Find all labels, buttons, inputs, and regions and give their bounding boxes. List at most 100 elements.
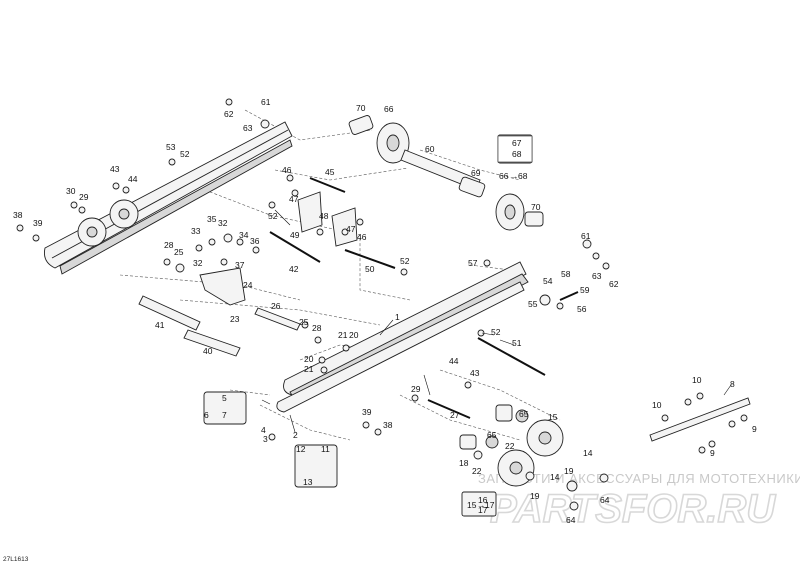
label-46b: 46: [357, 232, 367, 242]
label-12: 12: [296, 444, 306, 454]
idler-wheels-bottom: [459, 404, 564, 487]
label-6: 6: [204, 410, 209, 420]
label-35: 35: [207, 214, 217, 224]
label-36: 36: [250, 236, 260, 246]
label-8: 8: [730, 379, 735, 389]
label-62b: 62: [609, 279, 619, 289]
svg-text:68: 68: [518, 171, 528, 181]
svg-text:66: 66: [499, 171, 509, 181]
label-5: 5: [222, 393, 227, 403]
label-7: 7: [222, 410, 227, 420]
label-70b: 70: [531, 202, 541, 212]
label-14b: 14: [550, 472, 560, 482]
callout-labels: 1 2 3 4 5 6 7 8 9 9 10 10 11 12 13 14 14…: [13, 97, 757, 525]
label-44b: 44: [449, 356, 459, 366]
label-65b: 65: [487, 430, 497, 440]
label-48: 48: [319, 211, 329, 221]
label-28b: 28: [312, 323, 322, 333]
label-25b: 25: [299, 317, 309, 327]
label-70a: 70: [356, 103, 366, 113]
label-57: 57: [468, 258, 478, 268]
label-44a: 44: [128, 174, 138, 184]
label-38b: 38: [383, 420, 393, 430]
label-42: 42: [289, 264, 299, 274]
label-66: 66: [384, 104, 394, 114]
shafts: [138, 177, 579, 419]
label-32a: 32: [218, 218, 228, 228]
fasteners: [16, 98, 748, 511]
idler-wheels-top: [348, 115, 544, 231]
label-11: 11: [321, 444, 330, 454]
label-65a: 65: [519, 409, 529, 419]
label-54: 54: [543, 276, 553, 286]
label-62a: 62: [224, 109, 234, 119]
label-21b: 21: [338, 330, 348, 340]
label-63b: 63: [592, 271, 602, 281]
label-29b: 29: [411, 384, 421, 394]
label-14a: 14: [583, 448, 593, 458]
label-13: 13: [303, 477, 313, 487]
label-39a: 39: [33, 218, 43, 228]
label-52b: 52: [268, 211, 278, 221]
reference-15-17: 15 → 17: [467, 500, 495, 510]
label-17: 17: [478, 505, 488, 515]
label-55: 55: [528, 299, 538, 309]
label-22a: 22: [505, 441, 515, 451]
label-20b: 20: [349, 330, 359, 340]
label-58: 58: [561, 269, 571, 279]
reference-66-68: 66 → 68: [499, 171, 528, 181]
label-37: 37: [235, 260, 245, 270]
label-27: 27: [450, 410, 460, 420]
label-4: 4: [261, 425, 266, 435]
label-60: 60: [425, 144, 435, 154]
svg-text:→: →: [510, 171, 519, 181]
label-22b: 22: [472, 466, 482, 476]
label-41: 41: [155, 320, 165, 330]
rail-left-wheels: [77, 199, 139, 247]
label-43b: 43: [470, 368, 480, 378]
label-9b: 9: [710, 448, 715, 458]
label-40: 40: [203, 346, 213, 356]
leader-lines: [261, 209, 732, 433]
label-52a: 52: [180, 149, 190, 159]
label-68: 68: [512, 149, 522, 159]
label-47b: 47: [346, 224, 356, 234]
label-52d: 52: [491, 327, 501, 337]
label-32b: 32: [193, 258, 203, 268]
label-51: 51: [512, 338, 522, 348]
label-23: 23: [230, 314, 240, 324]
label-46a: 46: [282, 165, 292, 175]
label-9a: 9: [752, 424, 757, 434]
watermark-text: ЗАПЧАСТИ И АКСЕССУАРЫ ДЛЯ МОТОТЕХНИКИ: [478, 471, 800, 486]
svg-text:15: 15: [467, 500, 477, 510]
label-56: 56: [577, 304, 587, 314]
label-47a: 47: [289, 194, 299, 204]
label-61a: 61: [261, 97, 271, 107]
label-63a: 63: [243, 123, 253, 133]
label-67: 67: [512, 138, 522, 148]
slide-rail: [276, 281, 525, 413]
label-25a: 25: [174, 247, 184, 257]
label-49: 49: [290, 230, 300, 240]
label-2: 2: [293, 430, 298, 440]
watermark-logo: PARTSFOR.RU: [490, 487, 776, 531]
label-19b: 19: [530, 491, 540, 501]
label-30: 30: [66, 186, 76, 196]
label-18: 18: [459, 458, 469, 468]
label-10a: 10: [692, 375, 702, 385]
label-64a: 64: [600, 495, 610, 505]
label-16: 16: [478, 495, 488, 505]
label-33: 33: [191, 226, 201, 236]
label-43a: 43: [110, 164, 120, 174]
svg-text:→: →: [477, 500, 486, 510]
label-52c: 52: [400, 256, 410, 266]
label-3: 3: [263, 434, 268, 444]
label-20a: 20: [304, 354, 314, 364]
label-45: 45: [325, 167, 335, 177]
svg-text:17: 17: [485, 500, 495, 510]
label-50: 50: [365, 264, 375, 274]
diagram-code: 27L1613: [3, 556, 29, 563]
label-59: 59: [580, 285, 590, 295]
label-29a: 29: [79, 192, 89, 202]
